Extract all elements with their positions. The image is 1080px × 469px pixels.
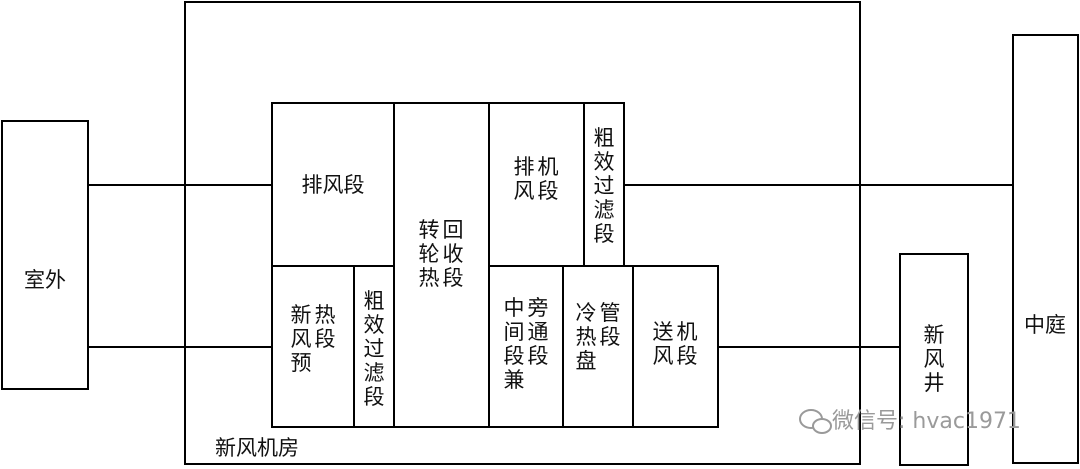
- preheat-section: [271, 265, 355, 428]
- wechat-icon: [799, 409, 832, 434]
- room-label: 新风机房: [215, 436, 299, 460]
- heat-wheel-label: 转轮热回收段: [419, 218, 464, 290]
- bypass-label: 中间段兼旁通段: [504, 296, 549, 392]
- supply-fan-section: [632, 265, 719, 428]
- exhaust-fan-label: 排风机段: [514, 155, 559, 203]
- coil-label: 冷热盘管段: [576, 301, 621, 373]
- outdoor-label: 室外: [24, 268, 66, 292]
- supply-fan-label: 送风机段: [653, 320, 698, 368]
- fresh-air-shaft-box: [899, 253, 969, 466]
- courtyard-label: 中庭: [1024, 313, 1066, 337]
- heat-wheel-section: [393, 102, 490, 428]
- coarse-filter-top-label: 粗效过滤段: [594, 126, 615, 246]
- courtyard-box: [1012, 34, 1079, 464]
- coil-section: [562, 265, 634, 428]
- watermark-text: 微信号: hvac1971: [832, 409, 1021, 434]
- fresh-air-room: [184, 1, 861, 465]
- preheat-label: 新风预热段: [291, 303, 336, 375]
- bypass-section: [488, 265, 564, 428]
- shaft-label: 新风井: [924, 323, 945, 395]
- coarse-filter-bottom-section: [353, 265, 395, 428]
- outdoor-box: [1, 120, 89, 390]
- exhaust-fan-section: [488, 102, 585, 267]
- coarse-filter-bottom-label: 粗效过滤段: [364, 289, 385, 409]
- exhaust-section-label: 排风段: [302, 173, 365, 197]
